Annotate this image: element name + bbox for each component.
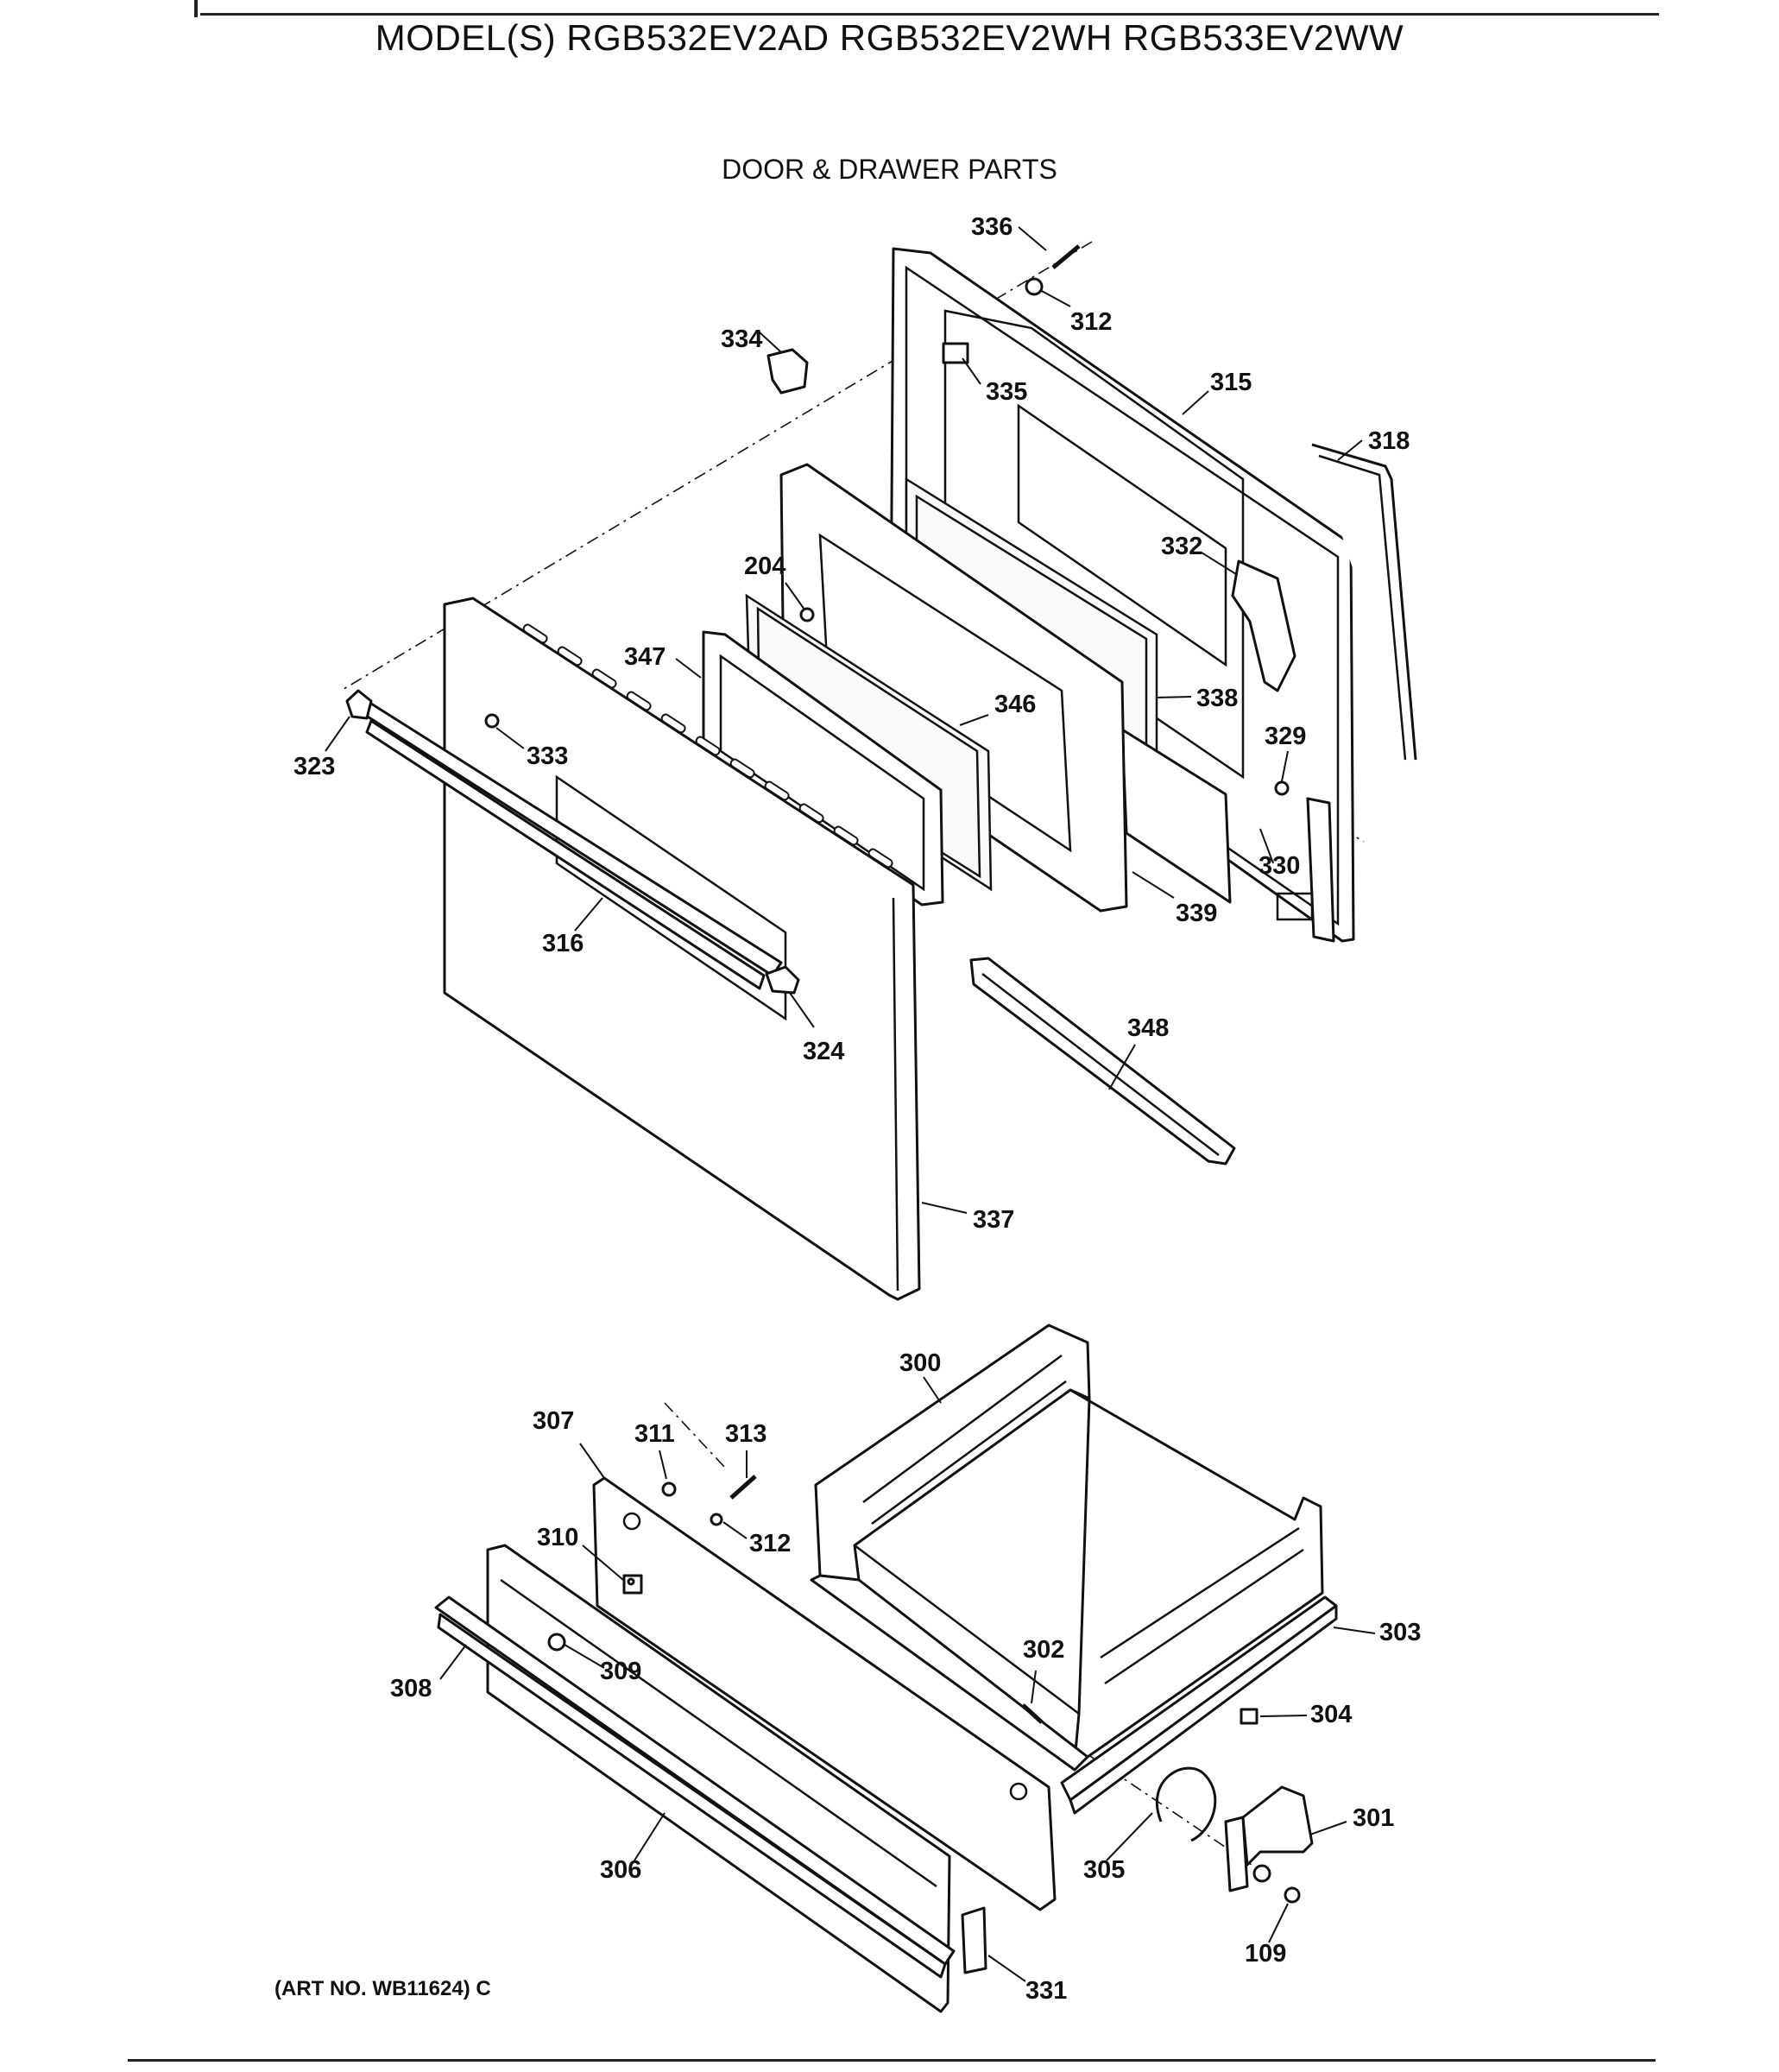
door-bracket — [942, 342, 969, 364]
clip-311 — [661, 1481, 677, 1497]
callout-label: 303 — [1379, 1619, 1421, 1646]
callout-label: 324 — [803, 1038, 844, 1065]
screw-204 — [799, 607, 815, 622]
callout-label: 334 — [721, 325, 762, 353]
vent-slot — [626, 691, 652, 711]
leader-lines — [325, 226, 1376, 1982]
drawer-side-bracket — [961, 1906, 987, 1974]
vent-slot — [660, 713, 686, 734]
slide-mount-bracket — [1224, 1785, 1314, 1892]
callout-label: 333 — [527, 742, 568, 770]
callout-label: 329 — [1265, 723, 1306, 750]
callout-label: 309 — [600, 1658, 641, 1685]
vent-slot — [764, 780, 790, 801]
callout-label: 330 — [1259, 852, 1300, 880]
door-vent-slots — [522, 623, 893, 869]
stud-302 — [1021, 1703, 1044, 1724]
nut-109 — [1284, 1886, 1301, 1904]
door-hinge — [1276, 797, 1335, 943]
door-clip — [766, 348, 809, 395]
vent-slot — [833, 825, 859, 846]
washer-312 — [1025, 277, 1044, 296]
slide-bracket — [1240, 1708, 1259, 1725]
outer-door-panel — [443, 597, 921, 1301]
callout-label: 305 — [1083, 1856, 1125, 1884]
callout-label: 315 — [1210, 369, 1252, 396]
callout-label: 335 — [986, 378, 1027, 406]
callout-label: 312 — [1070, 308, 1112, 336]
drawer-trim-bar — [434, 1595, 956, 1979]
callout-label: 338 — [1196, 685, 1238, 712]
callout-label: 348 — [1127, 1014, 1169, 1042]
callout-label: 339 — [1176, 900, 1217, 927]
callout-label: 301 — [1353, 1804, 1394, 1832]
callout-label: 311 — [634, 1420, 675, 1448]
drawer-spring — [1155, 1766, 1217, 1842]
screw-329 — [1274, 780, 1290, 796]
vent-slot — [867, 848, 893, 869]
callout-label: 204 — [744, 553, 785, 580]
callout-label: 310 — [537, 1524, 578, 1551]
callout-label: 331 — [1025, 1977, 1067, 2005]
callout-label: 302 — [1023, 1636, 1064, 1664]
handle-end-cap-right — [765, 965, 800, 995]
vent-slot — [798, 803, 824, 824]
screw-336 — [1051, 244, 1081, 269]
callout-label: 312 — [749, 1530, 791, 1557]
assembly-line — [1026, 1713, 1252, 1866]
vent-slot — [729, 758, 755, 779]
callout-label: 347 — [624, 643, 666, 671]
drawer-body — [810, 1323, 1324, 1772]
callout-label: 308 — [390, 1675, 432, 1702]
model-title: MODEL(S) RGB532EV2AD RGB532EV2WH RGB533E… — [375, 17, 1404, 58]
vent-slot — [695, 736, 721, 756]
vent-slot — [557, 646, 583, 666]
corner-tick — [194, 0, 198, 17]
section-title: DOOR & DRAWER PARTS — [722, 154, 1057, 185]
callout-label: 346 — [994, 691, 1036, 718]
callout-label: 307 — [533, 1407, 574, 1435]
screw-309 — [547, 1633, 566, 1652]
drawer-slide-rail — [1060, 1595, 1338, 1815]
callout-label: 332 — [1161, 533, 1202, 560]
insulation-block — [1231, 559, 1296, 692]
callout-label: 300 — [899, 1349, 941, 1377]
top-rule — [200, 13, 1659, 16]
vent-slot — [522, 623, 548, 644]
callout-label: 316 — [542, 930, 584, 957]
bottom-rule — [128, 2059, 1656, 2062]
callout-labels: 336 312 334 335 315 318 332 204 347 346 … — [293, 213, 1421, 2005]
callout-label: 336 — [971, 213, 1013, 241]
handle-end-cap-left — [345, 689, 373, 720]
side-trim-strip — [1311, 443, 1417, 761]
callout-label: 304 — [1310, 1701, 1352, 1728]
callout-label: 109 — [1245, 1940, 1286, 1968]
washer-312-drawer — [710, 1513, 723, 1526]
callout-label: 318 — [1368, 427, 1410, 455]
screw-313 — [729, 1475, 757, 1500]
callout-label: 337 — [973, 1206, 1014, 1234]
screw-333 — [484, 713, 500, 729]
door-support-bar — [969, 957, 1236, 1166]
callout-label: 306 — [600, 1856, 641, 1884]
art-number: (ART NO. WB11624) C — [274, 1977, 491, 2000]
callout-label: 323 — [293, 753, 335, 780]
clip-310 — [627, 1577, 635, 1586]
callout-label: 313 — [725, 1420, 766, 1448]
vent-slot — [591, 668, 617, 689]
assembly-line — [664, 1402, 726, 1469]
